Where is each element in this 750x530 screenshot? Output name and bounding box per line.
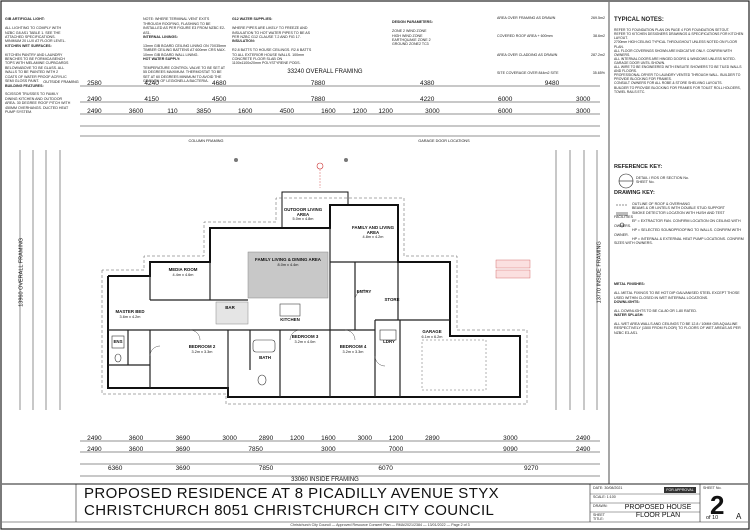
design-parameters: DESIGN PARAMETERS: ZONE 2 WIND ZONE HIGH…	[392, 16, 450, 47]
kitchen-title: KITCHEN WET SURFACES:	[5, 43, 52, 48]
drawing-key-symbols	[616, 204, 628, 228]
linings-text: 13mm GIB BOARD CEILING LINING ON 70X35mm…	[143, 43, 227, 57]
dims-top-1: 2580 4240 4680 7880 4380 9480	[87, 80, 560, 87]
gib-text: ALL LIGHTING TO COMPLY WITH NZBC G8 AS1 …	[5, 26, 66, 44]
approval-stamp: FOR APPROVAL	[664, 487, 696, 493]
room-bar: BAR	[225, 305, 235, 310]
inside-framing-bottom: 33060 INSIDE FRAMING	[270, 477, 380, 483]
stake-icon	[344, 158, 348, 162]
design-title: DESIGN PARAMETERS:	[392, 20, 433, 25]
column-framing-label: COLUMN FRAMING	[188, 139, 224, 143]
insulation-text: R2.8 BATTS TO HOUSE CEILINGS. R2.6 BATTS…	[232, 48, 312, 66]
tb-revision: A	[736, 512, 742, 521]
room-laundry: LDRY	[383, 339, 395, 344]
overall-framing-left: 13960 OVERALL FRAMING	[18, 237, 25, 307]
project-title-line-2: CHRISTCHURCH 8051 CHRISTCHURCH CITY COUN…	[84, 502, 495, 519]
tb-date: DATE: 30/08/2021	[593, 486, 623, 490]
notes-right: G12 WATER SUPPLIES: WHERE PIPES ARE LIKE…	[232, 13, 312, 66]
room-ensuite: ENS	[113, 339, 123, 344]
tb-sheet-title: PROPOSED HOUSE FLOOR PLAN	[624, 504, 692, 519]
tb-sheet-number: 2	[710, 490, 725, 520]
linings-title: INTERNAL LININGS:	[143, 35, 178, 40]
metal-finishes: METAL FINISHES: ALL METAL FIXINGS TO BE …	[614, 282, 741, 335]
garage-door-label: GARAGE DOOR LOCATIONS	[418, 139, 470, 143]
typical-notes-title: TYPICAL NOTES:	[614, 17, 664, 24]
notes-left: GIB ARTIFICIAL LIGHT: ALL LIGHTING TO CO…	[5, 13, 71, 114]
vent-note: NOTE: WHERE TERMINAL VENT EXITS THROUGH …	[143, 17, 226, 35]
dims-bottom-2: 2490 3600 3690 7850 3000 7000 9090 2490	[87, 446, 591, 453]
dims-top-2: 2490 4150 4500 7880 4220 6000 3000	[87, 96, 591, 103]
bottom-dimension-lines	[80, 440, 600, 477]
drawing-key: DRAWING KEY: OUTLINE OF ROOF & OVERHANG …	[614, 190, 744, 246]
g12-title: G12 WATER SUPPLIES:	[232, 17, 273, 22]
kitchen-text: KITCHEN PANTRY AND LAUNDRY BENCHES TO BE…	[5, 52, 69, 84]
kitchen-island	[279, 303, 301, 317]
typical-notes: TYPICAL NOTES: REFER TO FOUNDATION PLAN …	[614, 17, 744, 94]
extractor-fan-note	[495, 269, 531, 279]
family-living-shaded-zone	[247, 251, 329, 299]
building-title: BUILDING FEATURES:	[5, 83, 44, 88]
tb-sheet-of: of 10	[706, 515, 719, 521]
door-swings	[149, 289, 386, 367]
hot-water-text: TEMPERATURE CONTROL VALVE TO BE SET AT 5…	[143, 65, 226, 84]
room-bath: BATH	[259, 355, 271, 360]
tb-sheet-label: SHEET TITLE:	[593, 513, 605, 522]
project-title-line-1: PROPOSED RESIDENCE AT 8 PICADILLY AVENUE…	[84, 485, 500, 502]
bar-counter	[215, 301, 249, 325]
inside-framing-right: 13770 INSIDE FRAMING	[596, 241, 603, 304]
room-store: STORE	[384, 297, 400, 302]
section-marker-icon	[316, 162, 324, 170]
overall-framing-top: 33240 OVERALL FRAMING	[287, 69, 363, 75]
insulation-title: INSULATION:	[232, 39, 255, 44]
hot-water-title: HOT WATER SUPPLY:	[143, 57, 181, 62]
roof-outline	[101, 197, 528, 405]
g12-text: WHERE PIPES ARE LIKELY TO FREEZE AND INS…	[232, 26, 311, 40]
room-kitchen: KITCHEN	[280, 317, 300, 322]
dims-bottom-1: 2490 3600 3690 3000 2890 1200 1600 3000 …	[87, 435, 591, 442]
notes-mid: NOTE: WHERE TERMINAL VENT EXITS THROUGH …	[143, 13, 227, 84]
room-entry: ENTRY	[356, 289, 372, 294]
side-dimension-lines	[19, 150, 598, 410]
gib-title: GIB ARTIFICIAL LIGHT:	[5, 17, 45, 22]
interior-walls	[108, 228, 450, 397]
tb-drawn: DRAWN:	[593, 504, 608, 508]
tb-sheet-no-label: SHEET No.	[703, 486, 722, 490]
reference-key: REFERENCE KEY: DETAIL / ROS OR SECTION N…	[614, 164, 689, 185]
council-footer: Christchurch City Council — Approved Res…	[290, 523, 470, 527]
top-dimension-lines	[80, 85, 600, 137]
smoke-detector-note	[495, 259, 531, 269]
dims-bottom-3: 6360 3690 7850 6070 9270	[107, 465, 539, 472]
building-text: SCISSOR TRUSSES TO FAMILY DINING KITCHEN…	[5, 92, 71, 114]
outside-framing-label: OUTSIDE FRAMING	[43, 80, 79, 84]
garage-parking	[421, 339, 487, 391]
tb-scale: SCALE: 1:100	[593, 495, 616, 499]
bathroom-fixtures	[111, 329, 397, 386]
dims-top-3: 2490 3600 110 3850 1600 4500 1600 1200 1…	[87, 108, 591, 115]
stake-icon	[234, 158, 238, 162]
